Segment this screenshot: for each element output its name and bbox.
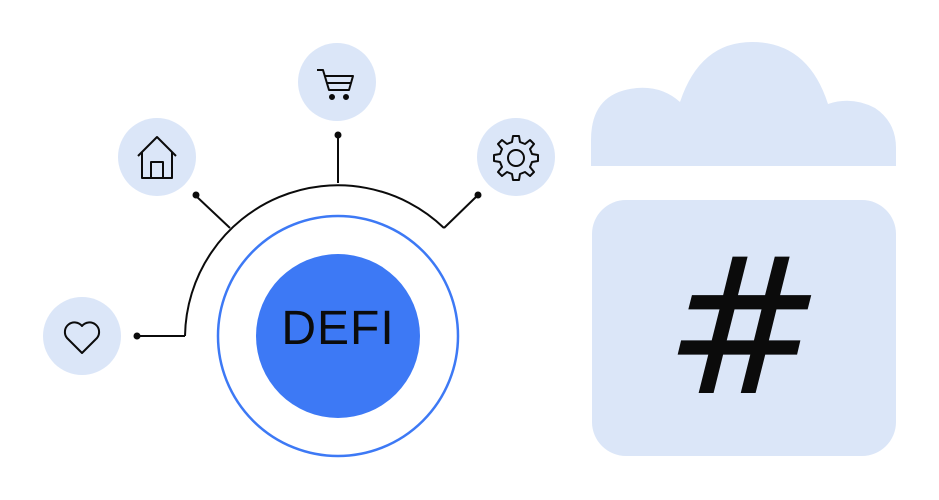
connector-dots: [133, 131, 482, 340]
node-gear: [477, 118, 555, 196]
core-disc: [256, 254, 420, 418]
dot-cart: [334, 131, 342, 139]
node-home: [118, 118, 196, 196]
dot-home: [192, 191, 200, 199]
cart-icon: [317, 69, 354, 100]
hub-connectors: [138, 136, 479, 337]
dot-gear: [474, 191, 482, 199]
hash-card: [592, 200, 896, 456]
gear-icon: [493, 135, 539, 181]
node-heart: [43, 297, 121, 375]
cloud-shape: [591, 42, 896, 166]
heart-icon: [63, 321, 101, 354]
home-icon: [137, 136, 177, 179]
dot-heart: [133, 332, 141, 340]
defi-label: DEFI: [281, 301, 395, 355]
hash-symbol: #: [664, 217, 824, 438]
hub-arc: [184, 184, 445, 337]
connector-home: [195, 195, 231, 229]
node-cart: [298, 43, 376, 121]
connector-gear: [443, 194, 479, 229]
